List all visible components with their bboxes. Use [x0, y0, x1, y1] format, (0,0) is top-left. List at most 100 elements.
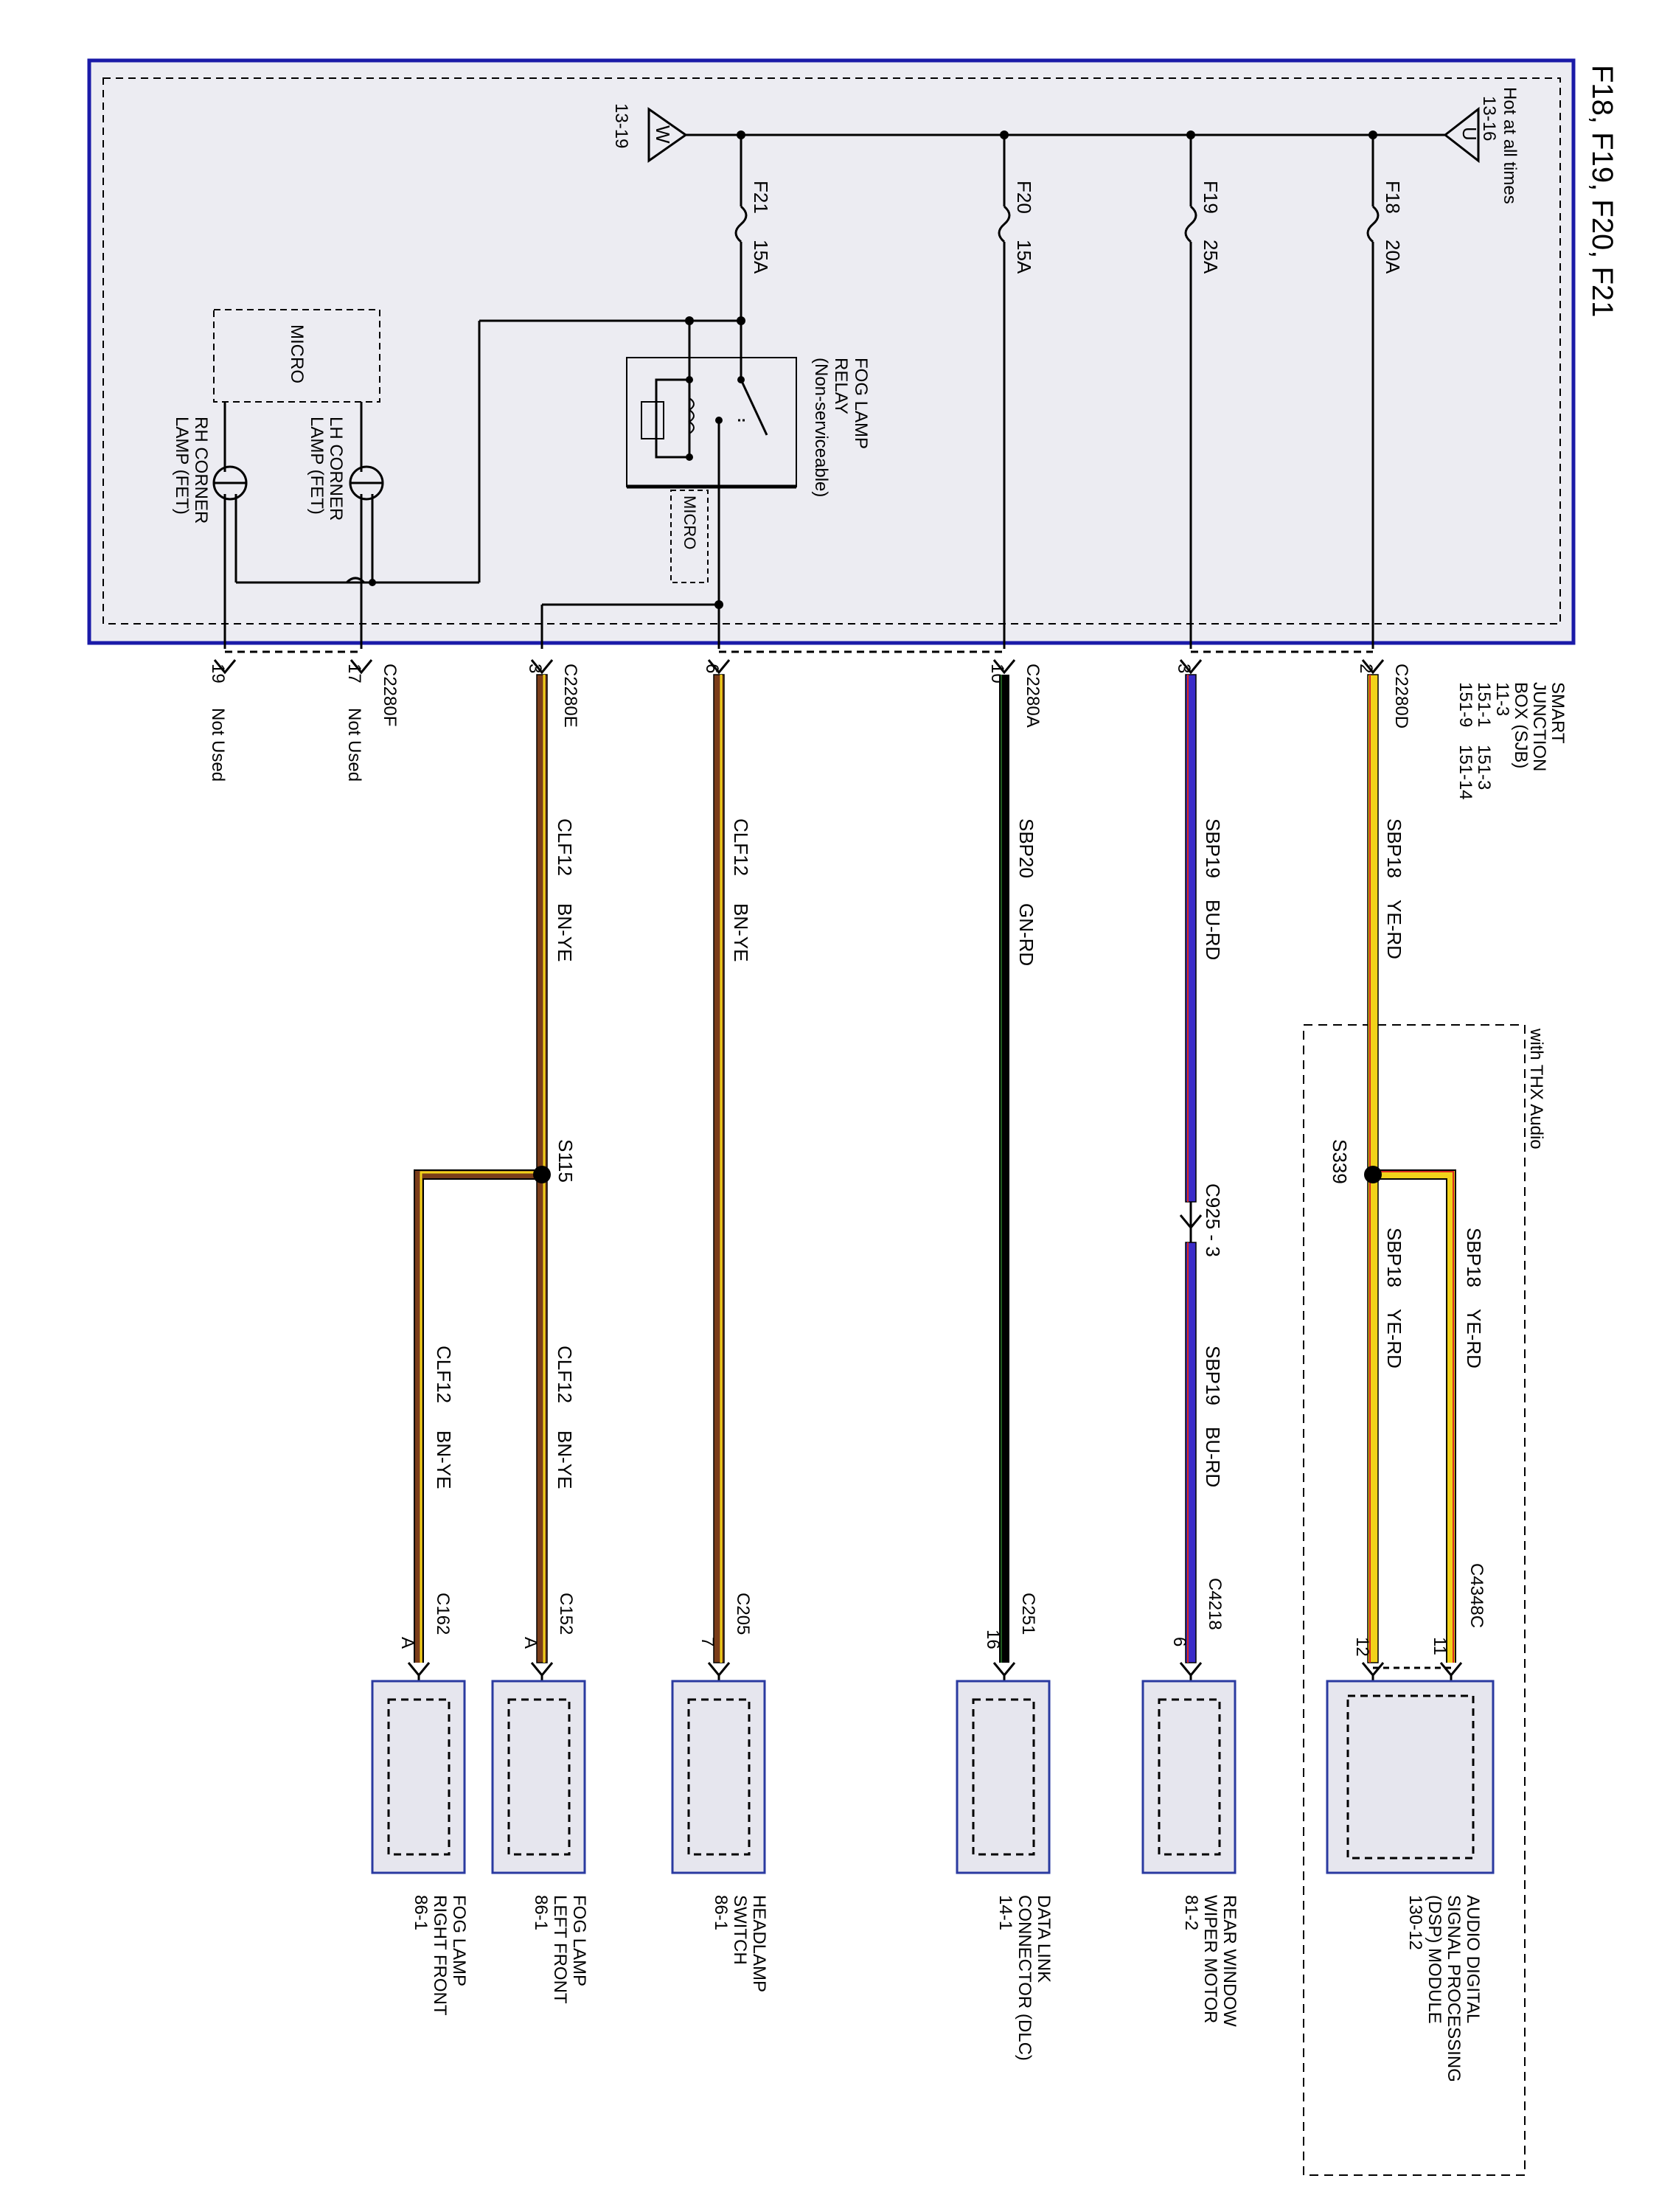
c2280d-pin: 2 [1356, 664, 1376, 673]
lh-corner-lamp-label-1: LH CORNER [326, 417, 346, 521]
fuse-f19-name: F19 [1200, 181, 1222, 214]
fuse-f18-name: F18 [1382, 181, 1404, 214]
dsp-label-3: (DSP) MODULE [1425, 1895, 1444, 2024]
clf12-rf-color-label: BN-YE [433, 1430, 455, 1489]
lh-corner-lamp-label-2: LAMP (FET) [307, 417, 327, 515]
rh-corner-lamp-label-1: RH CORNER [191, 417, 211, 524]
wire-sbp18-branch [1373, 1169, 1456, 1663]
dlc-box [956, 1680, 1051, 1874]
wiper-motor-box [1141, 1680, 1237, 1874]
thx-option-label: with THX Audio [1526, 1028, 1546, 1150]
sbp18-circuit-label-3: SBP18 [1383, 1228, 1405, 1287]
not-used-17: Not Used [344, 708, 364, 782]
c4348c-label: C4348C [1467, 1563, 1486, 1628]
hot-ref-label: 13-16 [1479, 96, 1499, 141]
fogrf-label-1: FOG LAMP [449, 1895, 469, 1986]
c4218-pin: 6 [1169, 1637, 1189, 1646]
dlc-label-2: CONNECTOR (DLC) [1015, 1895, 1034, 2061]
clf12-lf-color-label: BN-YE [554, 903, 576, 961]
c2280a-pin6: 6 [702, 664, 722, 673]
micro-box [213, 309, 380, 403]
lh-lamp-node [369, 579, 376, 586]
splice-s339-dot [1364, 1166, 1382, 1183]
c2280f-pin19: 19 [208, 664, 228, 684]
fog-feed-wiring [540, 603, 720, 649]
headlamp-label-1: HEADLAMP [749, 1895, 769, 1992]
clf12-lf2-color-label: BN-YE [554, 1430, 576, 1489]
foglf-label-2: LEFT FRONT [550, 1895, 570, 2004]
page-title: F18, F19, F20, F21 [1586, 65, 1618, 317]
c925-connector [1179, 1202, 1203, 1242]
sjb-name-3: BOX (SJB) [1511, 682, 1531, 768]
module-boxes [371, 1680, 1495, 1874]
c162-label: C162 [433, 1593, 453, 1635]
sjb-ref-2b: 151-3 [1474, 745, 1494, 790]
c152-label: C152 [556, 1593, 576, 1635]
foglf-ref: 86-1 [531, 1895, 551, 1930]
fuse-f21-rating: 15A [750, 240, 772, 274]
sjb-ref-1: 11-3 [1492, 682, 1512, 716]
c2280d-f19-pin: 3 [1174, 664, 1194, 673]
sjb-ref-2a: 151-1 [1474, 682, 1494, 727]
relay-label-3: (Non-serviceable) [811, 358, 831, 497]
c4348c-pin11: 11 [1430, 1637, 1450, 1655]
c152-pin: A [521, 1637, 540, 1649]
fogrf-label-2: RIGHT FRONT [430, 1895, 450, 2016]
fuse-f21-name: F21 [750, 181, 772, 214]
splice-s115-label: S115 [554, 1139, 577, 1183]
wire-clf12-headlamp [713, 674, 725, 1663]
micro-box-label: MICRO [287, 324, 307, 383]
sjb-name-2: JUNCTION [1529, 682, 1549, 771]
headlamp-ref: 86-1 [711, 1895, 731, 1930]
clf12-lf-circuit-label: CLF12 [554, 818, 576, 876]
c4218-label: C4218 [1205, 1578, 1225, 1630]
dsp-label-1: AUDIO DIGITAL [1463, 1895, 1483, 2023]
c2280f-pin17: 17 [344, 664, 364, 684]
dlc-label-1: DATA LINK [1034, 1895, 1054, 1983]
clf12-lf2-circuit-label: CLF12 [554, 1346, 576, 1403]
fog-lamp-rf-box [371, 1680, 466, 1874]
wiper-label-2: WIPER MOTOR [1200, 1895, 1220, 2023]
dsp-label-2: SIGNAL PROCESSING [1444, 1895, 1464, 2082]
dlc-ref: 14-1 [995, 1895, 1015, 1930]
sjb-ref-3a: 151-9 [1455, 682, 1475, 727]
clf12-rf-circuit-label: CLF12 [433, 1346, 455, 1403]
hot-at-all-times-label: Hot at all times [1500, 87, 1520, 204]
relay-label-2: RELAY [831, 358, 851, 414]
c925-label: C925 - 3 [1202, 1183, 1224, 1257]
corner-lamp-wiring [212, 402, 384, 649]
fog-lamp-lf-box [491, 1680, 586, 1874]
sbp18-circuit-label: SBP18 [1383, 818, 1405, 878]
fogrf-ref: 86-1 [411, 1895, 431, 1930]
sbp18-color-label: YE-RD [1383, 900, 1405, 959]
sbp18-circuit-label-2: SBP18 [1463, 1228, 1485, 1287]
sbp18-color-label-3: YE-RD [1383, 1309, 1405, 1368]
c4348c-pin12: 12 [1352, 1637, 1372, 1657]
sbp19-circuit-label: SBP19 [1202, 818, 1224, 878]
fog-lamp-relay [236, 319, 797, 605]
wiper-ref: 81-2 [1181, 1895, 1201, 1930]
headlamp-switch-box [671, 1680, 766, 1874]
relay-label-1: FOG LAMP [851, 358, 871, 449]
sjb-connector-arrows [213, 659, 1385, 675]
dsp-ref: 130-12 [1405, 1895, 1425, 1950]
fuse-f20-name: F20 [1013, 181, 1035, 214]
c205-label: C205 [733, 1593, 753, 1635]
fuse-f20-rating: 15A [1013, 240, 1035, 274]
sjb-box [87, 58, 1576, 645]
fuse-f19-rating: 25A [1200, 240, 1222, 274]
relay-micro-label: MICRO [681, 495, 699, 549]
sbp18-color-label-2: YE-RD [1463, 1309, 1485, 1368]
bus-w-letter: W [652, 125, 674, 144]
wire-sbp20 [999, 675, 1009, 1663]
clf12-hs-color-label: BN-YE [730, 903, 752, 961]
fuse-wires [734, 135, 1380, 649]
bus-u-letter: U [1458, 127, 1481, 141]
relay-nodes [685, 316, 745, 609]
wire-clf12-rf-branch [414, 1169, 542, 1663]
rh-corner-lamp-label-2: LAMP (FET) [172, 417, 192, 515]
sbp20-color-label: GN-RD [1015, 903, 1037, 966]
c2280f-label: C2280F [380, 664, 400, 726]
bus-junctions [737, 131, 1377, 139]
